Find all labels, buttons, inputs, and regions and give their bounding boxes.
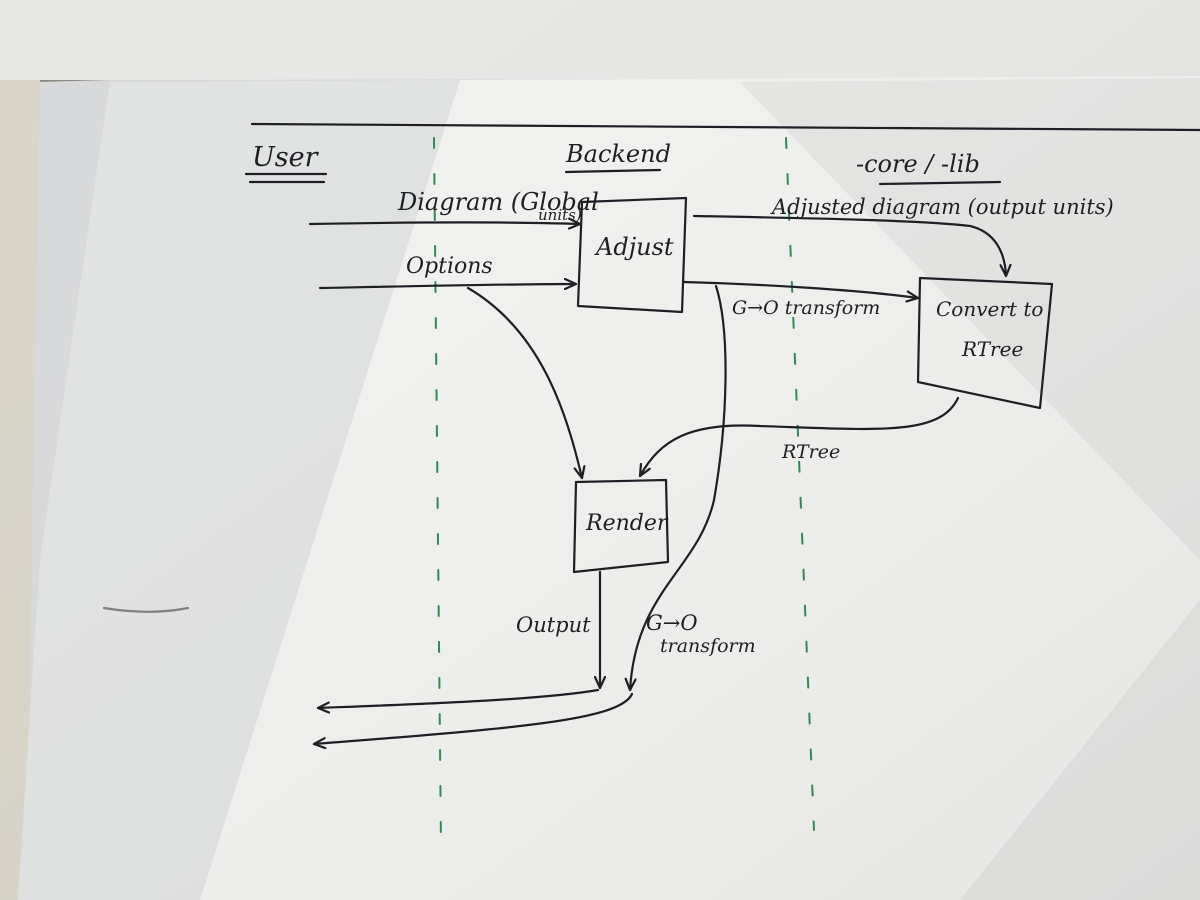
core-lib-underline <box>878 180 1002 186</box>
lane-header-backend: Backend <box>565 140 671 168</box>
box-render <box>572 478 670 574</box>
label-diagram-in-a: Diagram (Global <box>397 188 599 216</box>
label-adjusted-diagram: Adjusted diagram (output units) <box>770 195 1114 219</box>
box-adjust <box>576 196 688 314</box>
lane-header-user: User <box>252 142 320 173</box>
top-rule <box>250 122 1200 132</box>
arrow-transform-down <box>630 284 727 692</box>
label-transform-bottom-a: G→O <box>646 611 698 635</box>
arrow-transform-to-user <box>312 692 634 744</box>
label-output: Output <box>516 613 591 637</box>
backend-underline <box>564 168 662 174</box>
box-render-label: Render <box>585 511 669 536</box>
box-convert-rtree <box>916 276 1054 410</box>
label-diagram-in-b: units) <box>538 206 582 224</box>
box-convert-label-line2: RTree <box>961 337 1023 361</box>
user-underline <box>244 172 328 184</box>
arrow-options-to-render <box>466 286 582 480</box>
arrow-output-to-user <box>316 688 600 708</box>
arrow-adjusted-diagram <box>692 214 1006 278</box>
arrow-diagram-in <box>308 223 582 225</box>
stray-mark <box>102 606 190 613</box>
box-convert-label-line1: Convert to <box>936 297 1043 321</box>
box-adjust-label: Adjust <box>594 233 674 261</box>
label-rtree: RTree <box>781 441 840 463</box>
label-transform-top: G→O transform <box>732 297 880 319</box>
lane-header-core-lib: -core / -lib <box>856 150 980 178</box>
lane-divider-2 <box>785 137 815 831</box>
label-transform-bottom-b: transform <box>660 635 756 657</box>
lane-divider-1 <box>433 137 442 846</box>
arrow-rtree-to-render <box>638 396 960 478</box>
arrow-options-in <box>318 284 578 288</box>
arrow-transform-to-convert <box>682 280 920 298</box>
label-options: Options <box>406 254 493 279</box>
